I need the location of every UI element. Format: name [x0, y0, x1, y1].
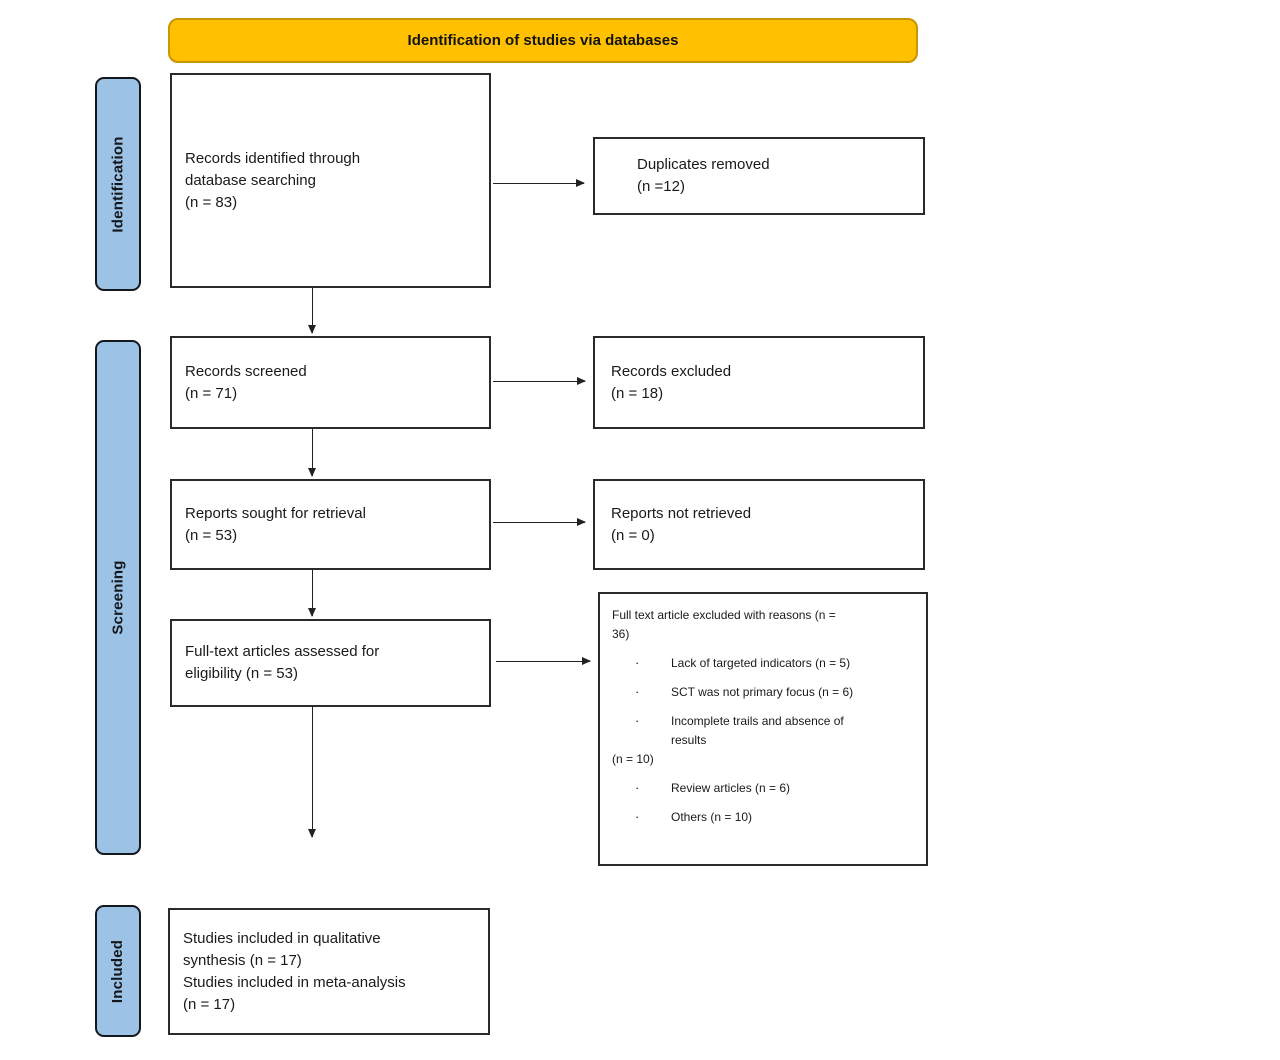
banner-title: Identification of studies via databases [407, 32, 679, 49]
box-records-screened-text: Records screened (n = 71) [185, 362, 307, 402]
exclusion-item-text: Review articles (n = 6) [671, 781, 791, 795]
box-records-excluded-text: Records excluded (n = 18) [611, 362, 732, 402]
box-duplicates-removed: Duplicates removed (n =12) [593, 137, 925, 215]
box-records-excluded: Records excluded (n = 18) [593, 336, 925, 429]
box-included-studies-text: Studies included in qualitative synthesi… [183, 929, 406, 1013]
exclusion-item: · Lack of targeted indicators (n = 5) [612, 654, 916, 673]
arrow-identified-to-screened [308, 288, 316, 334]
arrow-sought-to-fulltext [308, 570, 316, 617]
exclusion-item: · Review articles (n = 6) [612, 779, 916, 798]
bullet-icon: · [635, 684, 640, 699]
arrow-identified-to-duplicates [493, 179, 585, 187]
exclusion-item: · Others (n = 10) [612, 808, 916, 827]
banner-identification-via-databases: Identification of studies via databases [168, 18, 918, 63]
exclusion-item-text: Others (n = 10) [671, 810, 753, 824]
box-fulltext-assessed-text: Full-text articles assessed for eligibil… [185, 643, 380, 682]
stage-label-screening: Screening [109, 560, 127, 635]
stage-label-identification: Identification [109, 135, 127, 233]
arrow-fulltext-to-exclusion [496, 657, 591, 665]
stage-label-included: Included [109, 939, 127, 1003]
stage-tab-screening: Screening [95, 340, 141, 855]
box-reports-not-retrieved: Reports not retrieved (n = 0) [593, 479, 925, 570]
exclusion-item-text: Lack of targeted indicators (n = 5) [671, 656, 851, 670]
bullet-icon: · [635, 713, 640, 728]
box-records-screened: Records screened (n = 71) [170, 336, 491, 429]
box-records-identified: Records identified through database sear… [170, 73, 491, 288]
exclusion-item: · SCT was not primary focus (n = 6) [612, 683, 916, 702]
bullet-icon: · [635, 655, 640, 670]
exclusion-intro: Full text article excluded with reasons … [612, 608, 836, 641]
exclusion-item-text: Incomplete trails and absence of results [671, 714, 844, 747]
bullet-icon: · [635, 780, 640, 795]
arrow-fulltext-to-included [308, 706, 316, 838]
arrow-screened-to-excluded [493, 377, 586, 385]
box-reports-sought: Reports sought for retrieval (n = 53) [170, 479, 491, 570]
stage-tab-identification: Identification [95, 77, 141, 291]
stage-tab-included: Included [95, 905, 141, 1037]
box-fulltext-assessed: Full-text articles assessed for eligibil… [170, 619, 491, 707]
box-duplicates-removed-text: Duplicates removed (n =12) [637, 156, 770, 195]
arrow-screened-to-sought [308, 429, 316, 477]
exclusion-midline: (n = 10) [612, 752, 654, 766]
box-exclusion-reasons: Full text article excluded with reasons … [598, 592, 928, 866]
box-reports-not-retrieved-text: Reports not retrieved (n = 0) [611, 504, 752, 544]
exclusion-item: · Incomplete trails and absence of resul… [612, 712, 916, 750]
box-reports-sought-text: Reports sought for retrieval (n = 53) [185, 504, 366, 544]
box-included-studies: Studies included in qualitative synthesi… [168, 908, 490, 1035]
bullet-icon: · [635, 809, 640, 824]
exclusion-item-text: SCT was not primary focus (n = 6) [671, 685, 854, 699]
arrow-sought-to-not-retrieved [493, 518, 586, 526]
box-records-identified-text: Records identified through database sear… [185, 149, 361, 211]
